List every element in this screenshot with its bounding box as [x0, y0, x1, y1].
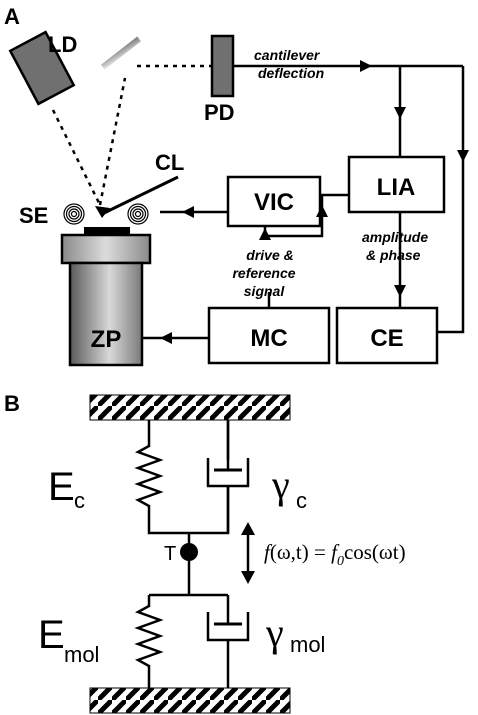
cl-label: CL [155, 150, 184, 175]
spring-bottom-subscript: mol [64, 642, 99, 667]
lia-to-ce-arrow [394, 285, 406, 297]
cantilever [101, 175, 179, 216]
ld-label: LD [48, 32, 77, 57]
mc-label: MC [250, 325, 287, 352]
z-piezo [68, 261, 144, 367]
spring-bottom-symbol: E [38, 613, 65, 657]
node-t [180, 543, 198, 561]
top-wall [89, 394, 291, 421]
panel-a-letter: A [4, 4, 20, 29]
bottom-dashpot [206, 595, 250, 688]
dashpot-top-subscript: c [296, 488, 307, 513]
mirror [101, 36, 141, 70]
bottom-wall [89, 687, 291, 714]
deflection-arrow [360, 60, 372, 72]
reference-to-lia-arrow [316, 205, 328, 217]
ce-box [335, 306, 439, 365]
vic-to-sample-arrow [182, 206, 194, 218]
shear-electrode-right [127, 203, 149, 225]
deflection-to-lia-arrow [394, 107, 406, 119]
sample [84, 227, 130, 235]
drive-to-vic-arrow [259, 228, 271, 240]
ce-label: CE [370, 325, 403, 352]
force-arrow-up [241, 522, 255, 535]
force-equation: f(ω,t) = f0cos(ωt) [264, 540, 406, 569]
drive-label-3: signal [244, 283, 286, 299]
pd-label: PD [204, 100, 235, 125]
bottom-spring [134, 595, 164, 688]
spring-top-symbol: E [48, 465, 75, 509]
ampphase-label-2: & phase [366, 247, 421, 263]
force-arrow-down [241, 571, 255, 584]
mc-to-zp-arrow [160, 332, 172, 344]
shear-electrode-left [63, 203, 85, 225]
spring-top-subscript: c [74, 488, 85, 513]
deflection-to-ce-arrow [457, 150, 469, 162]
zp-cap [60, 233, 152, 265]
panel-b-letter: B [4, 391, 20, 416]
vic-label: VIC [254, 189, 294, 216]
lia-box [347, 155, 446, 214]
lia-label: LIA [377, 174, 416, 201]
photodiode [210, 34, 235, 98]
zp-label: ZP [91, 326, 122, 353]
drive-label-2: reference [232, 265, 295, 281]
drive-label-1: drive & [246, 247, 293, 263]
mc-box [207, 306, 331, 365]
deflection-label-2: deflection [258, 65, 324, 81]
top-spring [134, 420, 230, 535]
dashpot-bottom-subscript: mol [290, 632, 325, 657]
ampphase-label-1: amplitude [362, 229, 428, 245]
se-label: SE [19, 203, 48, 228]
vic-box [226, 175, 322, 228]
node-t-label: T [164, 543, 176, 565]
laser-beam-path [51, 64, 213, 206]
dashpot-bottom-symbol: γ [265, 610, 284, 655]
deflection-label-1: cantilever [254, 47, 321, 63]
dashpot-top-symbol: γ [271, 462, 290, 507]
laser-diode [8, 30, 76, 106]
cantilever-tip [95, 206, 110, 218]
top-dashpot [206, 420, 250, 533]
